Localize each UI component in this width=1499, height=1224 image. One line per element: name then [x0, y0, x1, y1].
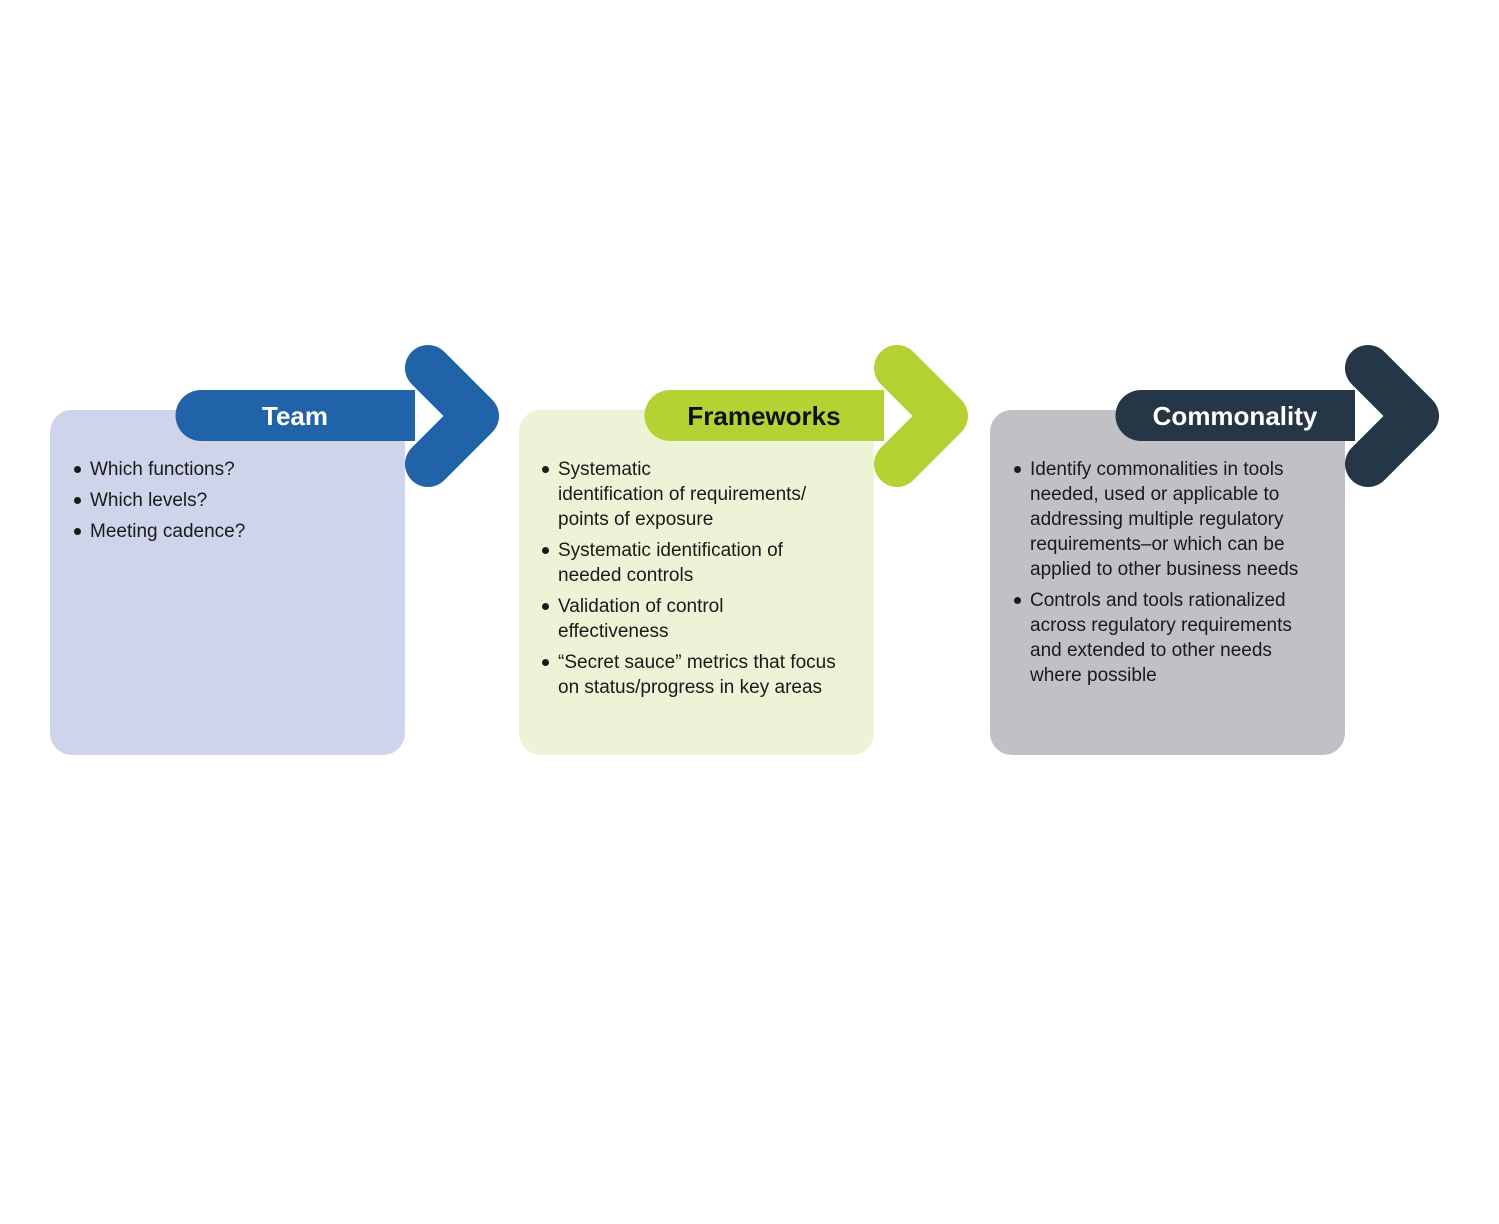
list-item: Identify commonalities in tools needed, …: [1012, 457, 1332, 582]
commonality-arrow-head: [1345, 345, 1439, 487]
commonality-arrow: [1115, 345, 1441, 487]
team-arrow-bar: [175, 390, 415, 441]
list-item: Validation of control effectiveness: [540, 594, 860, 644]
commonality-bullet-list: Identify commonalities in tools needed, …: [1012, 457, 1332, 694]
frameworks-bullet-list: Systematic identification of requirement…: [540, 457, 860, 706]
list-item: Meeting cadence?: [72, 519, 392, 544]
team-bullet-list: Which functions? Which levels? Meeting c…: [72, 457, 392, 550]
commonality-card: [990, 410, 1345, 755]
frameworks-arrow-shape: [644, 345, 968, 487]
list-item: Systematic identification of needed cont…: [540, 538, 860, 588]
list-item: Systematic identification of requirement…: [540, 457, 860, 532]
team-arrow-head: [405, 345, 499, 487]
commonality-arrow-shape: [1115, 345, 1439, 487]
commonality-title: Commonality: [1152, 401, 1318, 431]
frameworks-title: Frameworks: [687, 401, 841, 431]
list-item: Controls and tools rationalized across r…: [1012, 588, 1332, 688]
commonality-arrow-bar: [1115, 390, 1355, 441]
list-item: Which functions?: [72, 457, 392, 482]
frameworks-arrow-bar: [644, 390, 884, 441]
list-item: “Secret sauce” metrics that focus on sta…: [540, 650, 860, 700]
team-arrow: [175, 345, 501, 487]
frameworks-arrow: [644, 345, 970, 487]
team-title: Team: [262, 401, 328, 431]
team-card: [50, 410, 405, 755]
frameworks-arrow-head: [874, 345, 968, 487]
list-item: Which levels?: [72, 488, 392, 513]
frameworks-card: [519, 410, 874, 755]
team-arrow-shape: [175, 345, 499, 487]
